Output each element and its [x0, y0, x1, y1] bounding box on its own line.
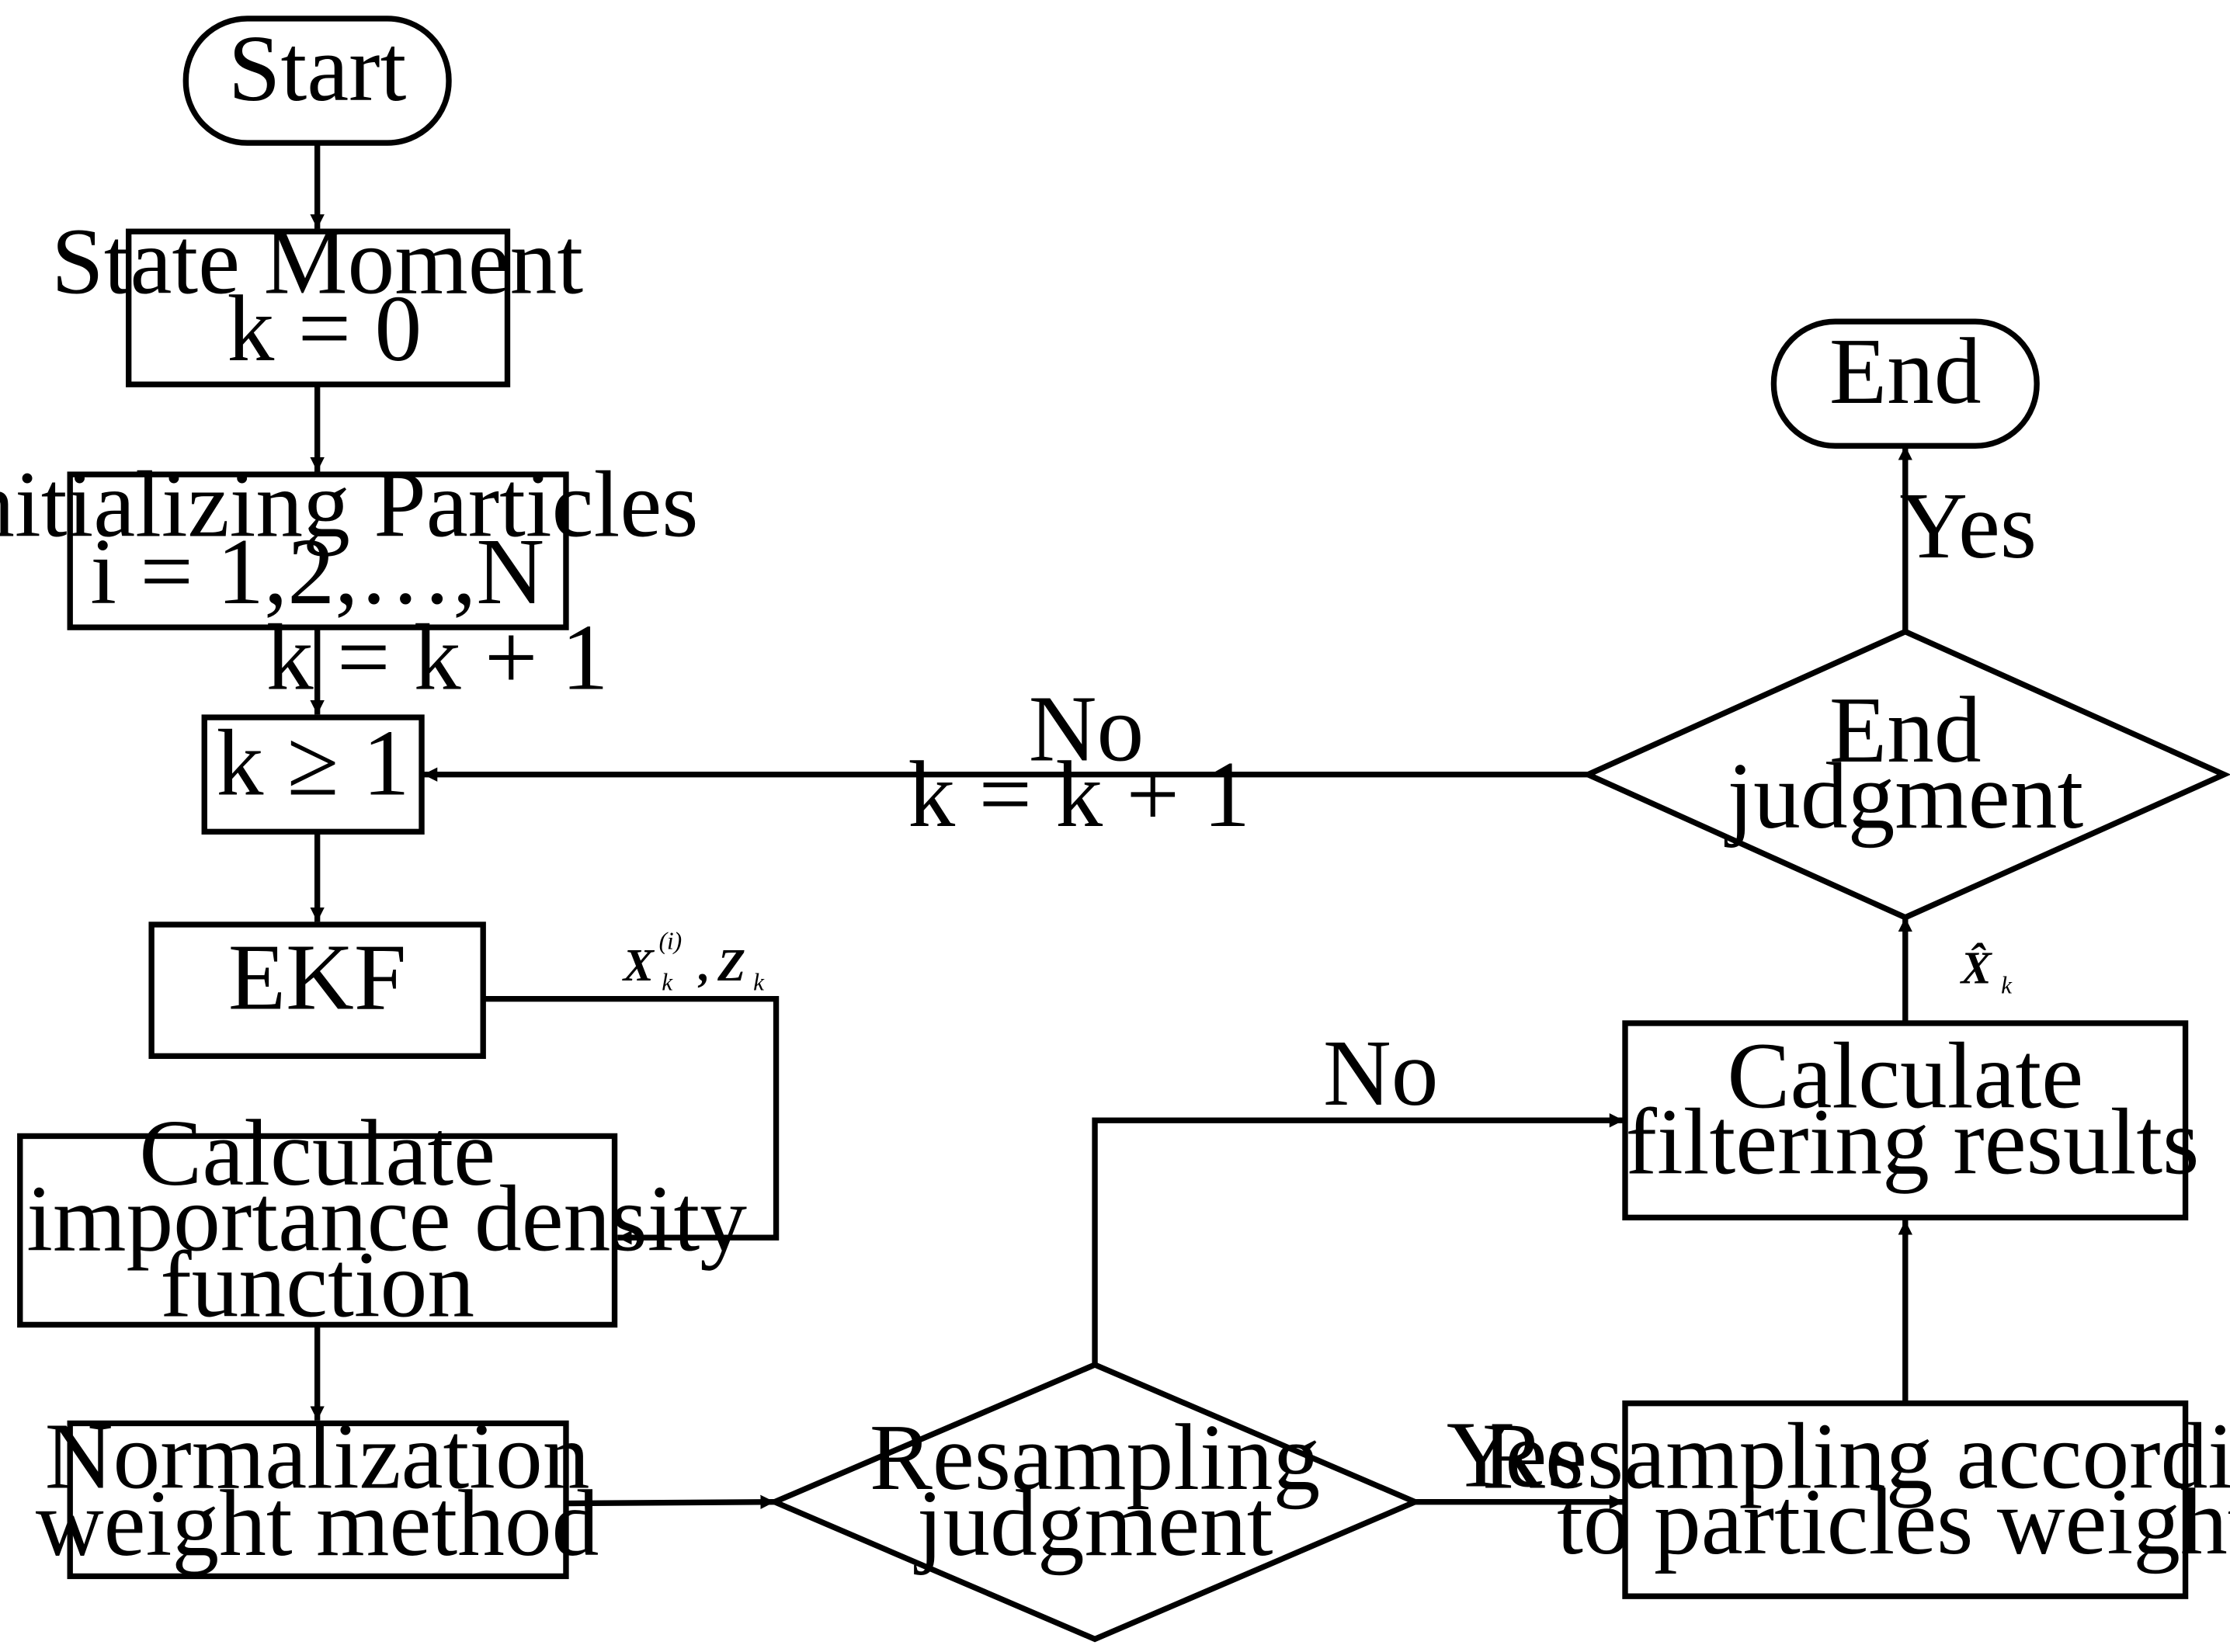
end-label: End [1829, 320, 1982, 424]
end-judgment-line1: End [1829, 678, 1982, 783]
calc-filtering-line2: filtering results [1626, 1090, 2200, 1194]
importance-line3: function [160, 1233, 474, 1337]
edge-label-resample-yes: Yes [1447, 1403, 1584, 1507]
importance-density-node: Calculate the importance density functio… [0, 1102, 747, 1337]
filter-output-x: X̂ [1960, 942, 1993, 993]
ekf-output-x-sup: (i) [659, 927, 683, 954]
ekf-output-x-sub: k [662, 969, 673, 996]
resampling-judgment-line1: Resampling [870, 1406, 1320, 1510]
ekf-output-sep: , [697, 940, 710, 991]
init-particles-line2: i = 1,2,…,N [90, 520, 544, 624]
calc-filtering-line1: Calculate [1727, 1025, 2083, 1129]
resampling-by-weight-node: Resampling according to particles weight [1482, 1400, 2230, 1599]
filter-output-label: X̂ k [1960, 942, 2013, 998]
end-judgment-node: End judgment [1581, 628, 2230, 921]
ekf-node: EKF [148, 921, 486, 1060]
normalization-line1: Normalization [45, 1404, 590, 1508]
normalization-node: Normalization weight method [36, 1404, 599, 1580]
resampling-by-weight-line2: to particles weight [1557, 1470, 2230, 1574]
start-node: Start [182, 16, 452, 146]
edge-label-resample-no: No [1323, 1022, 1438, 1126]
end-node: End [1770, 318, 2040, 449]
end-judgment-line2: judgment [1724, 744, 2083, 849]
ekf-output-z: Z [717, 940, 745, 991]
init-particles-node: Initializing Particles i = 1,2,…,N [0, 453, 699, 630]
start-label: Start [228, 17, 407, 121]
init-particles-line1: Initializing Particles [0, 453, 699, 557]
ekf-output-x: X [622, 940, 655, 991]
k-condition-node: k ≥ 1 [201, 711, 425, 835]
normalization-line2: weight method [36, 1472, 599, 1576]
importance-line2: the importance density [0, 1168, 747, 1272]
filter-output-sub: k [2001, 971, 2013, 998]
k-condition-label: k ≥ 1 [217, 711, 410, 815]
resampling-by-weight-line1: Resampling according [1482, 1404, 2230, 1508]
edge-label-no-loop: No [1029, 677, 1144, 781]
ekf-label: EKF [228, 926, 407, 1030]
edge-label-no-loop-increment: k = k + 1 [908, 743, 1250, 847]
edge-resampling-no [1092, 1112, 1624, 1364]
resampling-judgment-node: Resampling judgment [767, 1361, 1422, 1643]
ekf-output-z-sub: k [753, 969, 765, 996]
calc-filtering-node: Calculate filtering results [1622, 1020, 2200, 1221]
importance-line1: Calculate [139, 1102, 495, 1206]
resampling-judgment-line2: judgment [914, 1472, 1273, 1576]
ekf-output-label: X (i) k , Z k [622, 927, 766, 995]
state-moment-line2: k = 0 [227, 277, 422, 381]
edge-label-k-increment: k = k + 1 [266, 606, 609, 710]
edge-label-end-yes: Yes [1899, 474, 2037, 578]
edge-ekf-to-importance [485, 996, 780, 1245]
state-moment-node: State Moment k = 0 [51, 210, 583, 387]
edge-normalization-to-resampling [567, 1494, 775, 1510]
state-moment-line1: State Moment [51, 210, 583, 314]
